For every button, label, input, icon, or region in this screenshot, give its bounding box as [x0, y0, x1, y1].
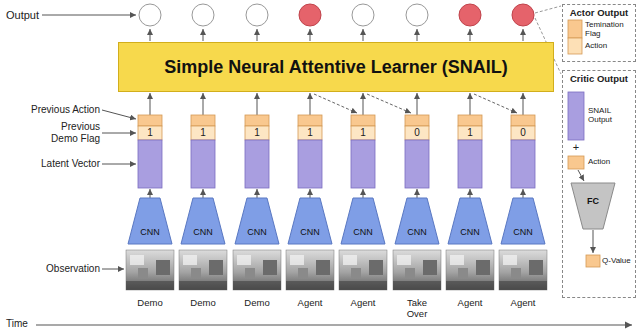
output-field-label: Q-Value [602, 256, 636, 265]
input-vector-stack: 0 [511, 115, 535, 188]
row-label: Observation [4, 263, 100, 275]
input-vector-stack: 1 [138, 115, 162, 188]
stack-cells [245, 115, 269, 188]
step-label: Agent [284, 297, 336, 308]
output-field-label: Action [585, 41, 635, 50]
data-flow-arrow [470, 189, 471, 198]
cnn-encoder: CNN [341, 198, 385, 244]
stack-cells [298, 115, 322, 188]
data-flow-arrow [417, 93, 418, 115]
layer-label: CNN [448, 198, 492, 237]
cnn-outline [181, 198, 225, 244]
cnn-encoder: CNN [128, 198, 172, 244]
data-flow-arrow [150, 189, 151, 198]
cnn-encoder: CNN [235, 198, 279, 244]
data-flow-arrow [150, 93, 151, 115]
cnn-outline [341, 198, 385, 244]
fc-layer: FC [571, 183, 615, 229]
stack-cells [458, 115, 482, 188]
output-field-label: Temination Flag [585, 20, 635, 38]
cnn-outline [395, 198, 439, 244]
layer-label: CNN [235, 198, 279, 237]
data-flow-arrow [523, 189, 524, 198]
input-vector-stack: 1 [298, 115, 322, 188]
panel-heading: Actor Output [563, 7, 635, 18]
data-flow-arrow [470, 93, 471, 115]
data-flow-arrow [257, 93, 258, 115]
stack-cells [511, 115, 535, 188]
flag-value: 1 [298, 126, 322, 140]
input-vector-stack: 0 [405, 115, 429, 188]
input-vector-stack: 1 [191, 115, 215, 188]
data-flow-arrow [203, 189, 204, 198]
layer-label: CNN [288, 198, 332, 237]
stack-cells [351, 115, 375, 188]
flag-value: 1 [245, 126, 269, 140]
data-flow-arrow [363, 93, 364, 115]
layer-label: CNN [341, 198, 385, 237]
step-label: Take Over [402, 297, 432, 319]
model-title: Simple Neural Attentive Learner (SNAIL) [164, 57, 507, 78]
data-flow-arrow [523, 93, 524, 115]
flag-value: 1 [191, 126, 215, 140]
cnn-outline [235, 198, 279, 244]
plus-symbol: + [568, 141, 584, 154]
step-label: Demo [231, 297, 283, 308]
data-flow-arrow [417, 189, 418, 198]
input-vector-stack: 1 [351, 115, 375, 188]
step-label: Demo [124, 297, 176, 308]
time-label: Time [6, 318, 46, 330]
layer-label: FC [571, 185, 615, 206]
layer-label: CNN [128, 198, 172, 237]
cnn-encoder: CNN [288, 198, 332, 244]
cnn-outline [128, 198, 172, 244]
data-flow-arrow [363, 189, 364, 198]
input-vector-stack: 1 [245, 115, 269, 188]
row-label: Previous Demo Flag [40, 121, 100, 145]
flag-value: 0 [405, 126, 429, 140]
cnn-outline [448, 198, 492, 244]
data-flow-arrow [310, 189, 311, 198]
stack-cells [138, 115, 162, 188]
output-field-label: Action [588, 157, 634, 166]
stack-cells [405, 115, 429, 188]
step-label: Demo [177, 297, 229, 308]
cnn-outline [288, 198, 332, 244]
data-flow-arrow [257, 189, 258, 198]
row-label: Latent Vector [4, 158, 100, 170]
output-label: Output [6, 9, 66, 22]
step-label: Agent [444, 297, 496, 308]
layer-label: CNN [395, 198, 439, 237]
fc-outline [571, 183, 615, 229]
row-label: Previous Action [4, 104, 100, 116]
output-field-label: SNAIL Output [588, 106, 634, 124]
step-label: Agent [337, 297, 389, 308]
data-flow-arrow [203, 93, 204, 115]
layer-label: CNN [501, 198, 545, 237]
flag-value: 1 [351, 126, 375, 140]
flag-value: 1 [138, 126, 162, 140]
flag-value: 1 [458, 126, 482, 140]
layer-label: CNN [181, 198, 225, 237]
cnn-outline [501, 198, 545, 244]
cnn-encoder: CNN [181, 198, 225, 244]
cnn-encoder: CNN [395, 198, 439, 244]
data-flow-arrow [310, 93, 311, 115]
panel-heading: Critic Output [563, 73, 635, 84]
flag-value: 0 [511, 126, 535, 140]
cnn-encoder: CNN [501, 198, 545, 244]
input-vector-stack: 1 [458, 115, 482, 188]
stack-cells [191, 115, 215, 188]
step-label: Agent [497, 297, 549, 308]
attention-model-box: Simple Neural Attentive Learner (SNAIL) [118, 42, 554, 92]
cnn-encoder: CNN [448, 198, 492, 244]
